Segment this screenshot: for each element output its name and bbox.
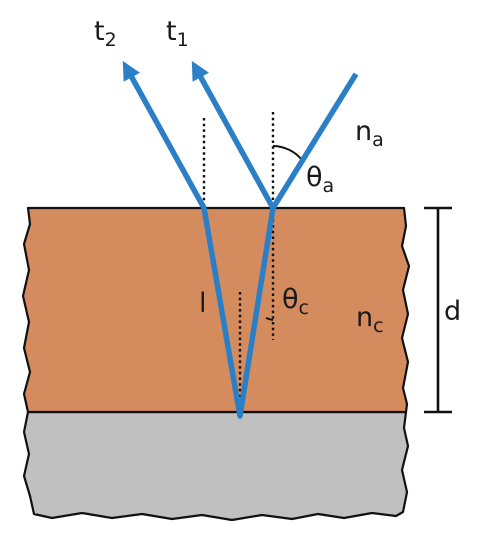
label-n-a: na: [355, 116, 384, 151]
label-thickness-d: d: [444, 296, 461, 327]
label-n-c: nc: [356, 302, 384, 337]
substrate-layer: [22, 410, 410, 522]
label-path-length: l: [199, 288, 207, 319]
film-layer: [21, 206, 411, 414]
ray-t1: [122, 60, 359, 419]
ray-t1-out: [191, 60, 276, 211]
theta-c-arc: [265, 317, 274, 321]
label-theta-a: θa: [306, 162, 334, 197]
label-theta-c: θc: [282, 284, 309, 319]
label-t1: t1: [166, 16, 189, 51]
label-t2: t2: [94, 16, 117, 51]
theta-a-arc: [272, 145, 303, 161]
